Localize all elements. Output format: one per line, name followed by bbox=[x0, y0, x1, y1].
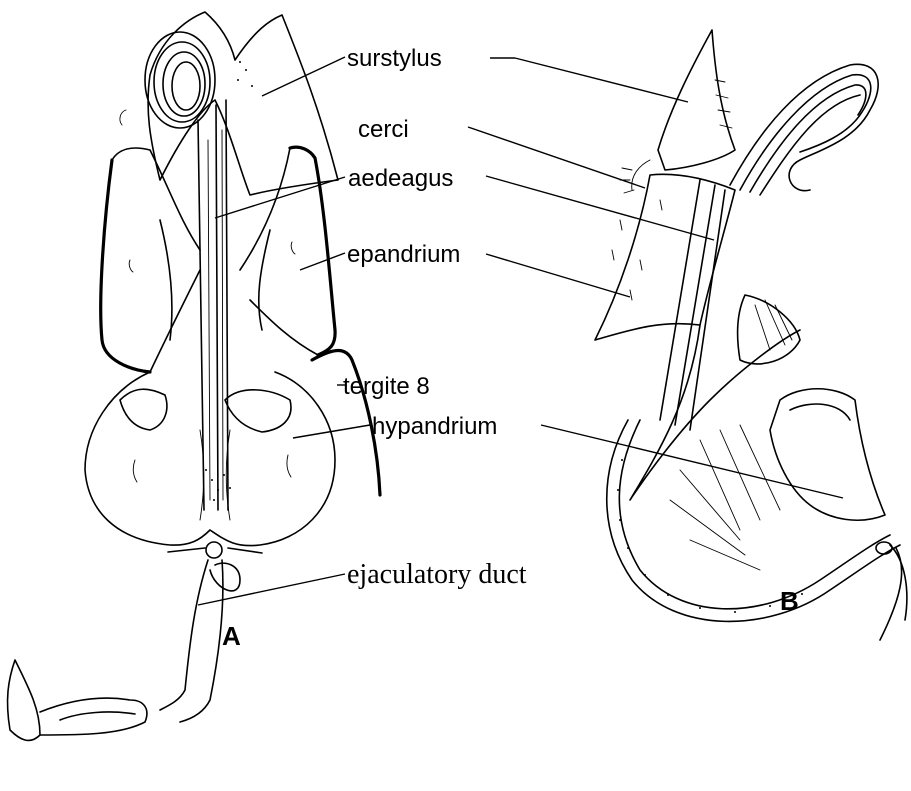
label-hypandrium: hypandrium bbox=[372, 413, 497, 440]
epandrium-b bbox=[595, 174, 735, 340]
leader-lines bbox=[198, 57, 843, 605]
label-cerci: cerci bbox=[358, 116, 409, 143]
aedeagus-shaft-b bbox=[660, 180, 725, 430]
ejaculatory-duct-b bbox=[880, 545, 907, 640]
cerci-b bbox=[620, 160, 650, 193]
epandrium-a bbox=[101, 160, 150, 372]
panel-label-a: A bbox=[222, 621, 241, 651]
aedeagus-coil-a bbox=[145, 32, 215, 128]
aedeagus-coil-b bbox=[730, 64, 878, 195]
drawing-a bbox=[8, 12, 380, 740]
surstylus-b bbox=[658, 30, 735, 170]
label-tergite-8: tergite 8 bbox=[343, 373, 430, 400]
ejaculatory-duct-a bbox=[160, 560, 223, 722]
panel-label-b: B bbox=[780, 586, 799, 616]
label-ejaculatory-duct: ejaculatory duct bbox=[347, 559, 527, 590]
duct-bulb-a bbox=[8, 660, 40, 740]
label-epandrium: epandrium bbox=[347, 241, 460, 268]
label-aedeagus: aedeagus bbox=[348, 165, 453, 192]
hypandrium-b bbox=[770, 389, 885, 520]
label-surstylus: surstylus bbox=[347, 45, 442, 72]
drawing-b bbox=[595, 30, 907, 640]
